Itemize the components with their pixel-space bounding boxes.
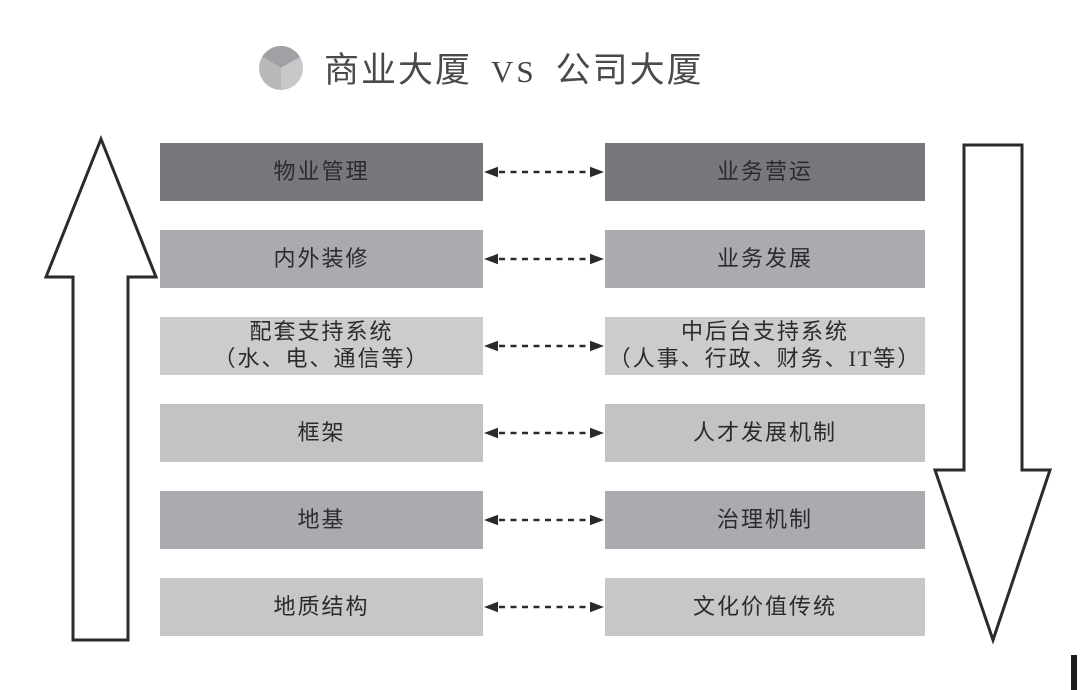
box-label: 文化价值传统 <box>692 593 837 619</box>
title-right-text: 公司大厦 <box>555 51 704 90</box>
comparison-row: 配套支持系统 （水、电、通信等） 中后台支持系统 （人事、行政、财务、IT等） <box>160 317 925 375</box>
edge-mark <box>1071 655 1077 690</box>
right-box-governance: 治理机制 <box>605 491 925 549</box>
title-vs-text: VS <box>491 54 537 89</box>
right-box-midback-office-systems: 中后台支持系统 （人事、行政、财务、IT等） <box>605 317 925 375</box>
dashed-double-arrow-icon <box>484 340 604 352</box>
comparison-row: 物业管理 业务营运 <box>160 143 925 201</box>
dashed-double-arrow-icon <box>484 253 604 265</box>
right-box-business-development: 业务发展 <box>605 230 925 288</box>
down-arrow <box>932 143 1053 645</box>
comparison-row: 框架 人才发展机制 <box>160 404 925 462</box>
box-label: 物业管理 <box>273 158 370 184</box>
box-label: 业务营运 <box>716 158 813 184</box>
right-box-business-operations: 业务营运 <box>605 143 925 201</box>
title-left-text: 商业大厦 <box>324 51 473 90</box>
left-box-framework: 框架 <box>160 404 483 462</box>
box-label: 治理机制 <box>716 506 813 532</box>
left-box-foundation: 地基 <box>160 491 483 549</box>
comparison-row: 内外装修 业务发展 <box>160 230 925 288</box>
comparison-row: 地基 治理机制 <box>160 491 925 549</box>
title-bar: 商业大厦 VS 公司大厦 <box>258 42 704 93</box>
dashed-double-arrow-icon <box>484 514 604 526</box>
box-label: 中后台支持系统 <box>680 319 849 345</box>
up-arrow <box>43 134 159 642</box>
dashed-double-arrow-icon <box>484 427 604 439</box>
dashed-double-arrow-icon <box>484 601 604 613</box>
right-box-talent-development: 人才发展机制 <box>605 404 925 462</box>
left-box-property-management: 物业管理 <box>160 143 483 201</box>
box-label: 地基 <box>297 506 346 532</box>
box-label: 人才发展机制 <box>692 419 837 445</box>
left-box-geological-structure: 地质结构 <box>160 578 483 636</box>
box-label: 框架 <box>297 419 346 445</box>
comparison-row: 地质结构 文化价值传统 <box>160 578 925 636</box>
left-box-decoration: 内外装修 <box>160 230 483 288</box>
box-label: 业务发展 <box>716 245 813 271</box>
box-label: 内外装修 <box>273 245 370 271</box>
right-box-cultural-values: 文化价值传统 <box>605 578 925 636</box>
left-box-support-systems: 配套支持系统 （水、电、通信等） <box>160 317 483 375</box>
box-label: 地质结构 <box>273 593 370 619</box>
page-title: 商业大厦 VS 公司大厦 <box>324 42 704 93</box>
box-label-line2: （人事、行政、财务、IT等） <box>608 346 922 371</box>
pie-chart-icon <box>259 45 303 90</box>
dashed-double-arrow-icon <box>484 166 604 178</box>
box-label-line2: （水、电、通信等） <box>213 346 430 371</box>
box-label: 配套支持系统 <box>249 319 394 345</box>
